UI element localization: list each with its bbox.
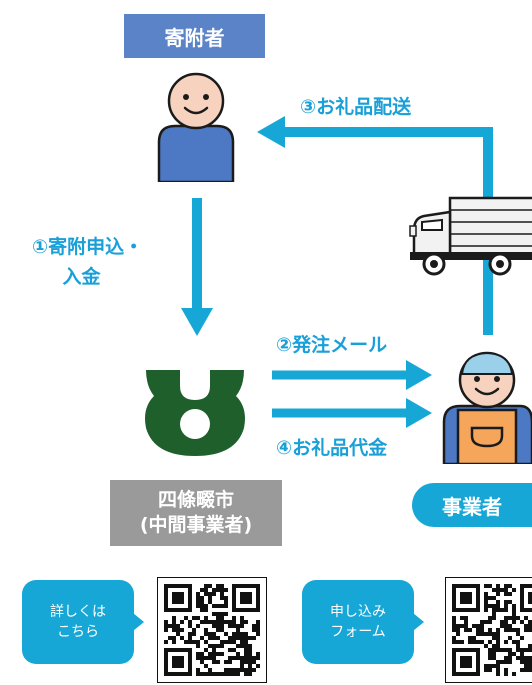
city-label-line1: 四條畷市 — [157, 489, 234, 512]
details-qr-code[interactable] — [157, 577, 267, 683]
city-emblem-logo — [145, 370, 245, 456]
arrow-step1 — [181, 198, 213, 336]
details-link-line1: 詳しくは — [50, 603, 106, 620]
form-link-line1: 申し込み — [330, 603, 386, 620]
form-link-line2: フォーム — [330, 624, 386, 640]
business-label-text: 事業者 — [442, 494, 502, 519]
step1-label-line2: 入金 — [62, 266, 101, 289]
step1-label: ①寄附申込・ 入金 — [32, 232, 143, 293]
arrow-step4 — [272, 398, 432, 428]
delivery-truck-icon — [409, 196, 532, 276]
donor-person-icon — [157, 72, 235, 182]
step1-label-line1: ①寄附申込・ — [32, 236, 144, 258]
arrow-step2 — [272, 360, 432, 390]
business-person-icon — [442, 351, 532, 464]
step2-label: ②発注メール — [276, 334, 388, 356]
city-label-line2: (中間事業者) — [139, 514, 253, 536]
details-link-button[interactable]: 詳しくは こちら — [22, 580, 144, 664]
form-qr-code[interactable] — [445, 577, 532, 683]
application-form-button[interactable]: 申し込み フォーム — [302, 580, 424, 664]
step4-label: ④お礼品代金 — [276, 437, 388, 459]
donor-label-text: 寄附者 — [164, 25, 225, 50]
city-label: 四條畷市 (中間事業者) — [110, 480, 282, 546]
donor-label: 寄附者 — [124, 14, 265, 58]
step3-label: ③お礼品配送 — [300, 96, 412, 118]
details-link-line2: こちら — [57, 624, 99, 640]
business-label: 事業者 — [412, 483, 532, 527]
arrow-step3 — [257, 116, 493, 335]
